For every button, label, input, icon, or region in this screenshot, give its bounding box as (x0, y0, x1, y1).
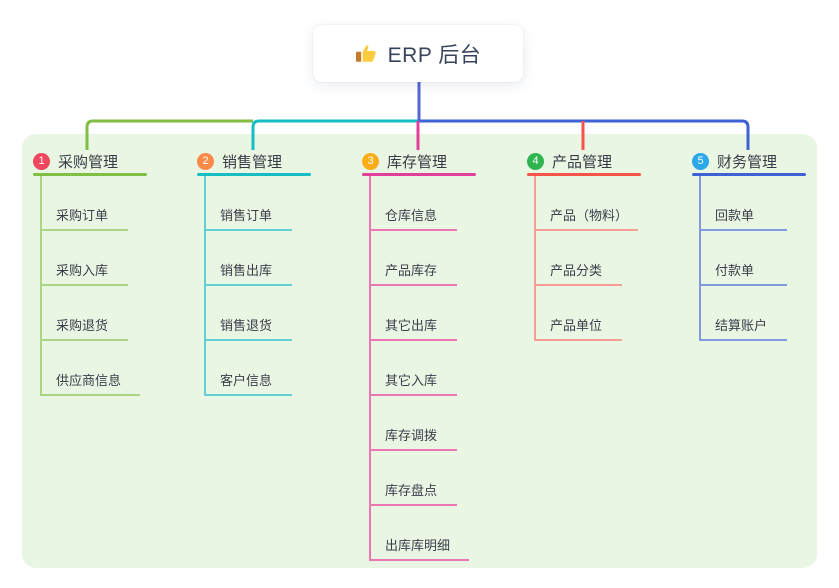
item-underline (204, 284, 292, 286)
item-underline (699, 339, 787, 341)
node-stock-taking[interactable]: 库存盘点 (385, 483, 438, 498)
node-product-stock[interactable]: 产品库存 (385, 263, 438, 278)
badge-2: 2 (197, 152, 214, 170)
branch-label: 产品管理 (552, 153, 613, 171)
root-node-erp[interactable]: ERP 后台 (313, 25, 523, 82)
branch-header-inventory[interactable]: 3 库存管理 (362, 150, 447, 172)
root-title: ERP 后台 (387, 43, 482, 67)
branch-underline (692, 173, 806, 176)
item-underline (369, 449, 457, 451)
badge-4: 4 (527, 152, 544, 170)
node-purchase-inbound[interactable]: 采购入库 (56, 263, 109, 278)
branch-underline (527, 173, 641, 176)
item-underline (369, 559, 469, 561)
node-payment-order[interactable]: 付款单 (715, 263, 755, 278)
node-product-unit[interactable]: 产品单位 (550, 318, 603, 333)
branch-underline (33, 173, 147, 176)
node-outbound-detail[interactable]: 出库库明细 (385, 538, 451, 553)
node-product-category[interactable]: 产品分类 (550, 263, 603, 278)
node-receipt-order[interactable]: 回款单 (715, 208, 755, 223)
item-underline (699, 284, 787, 286)
branches-panel (22, 134, 817, 568)
badge-5: 5 (692, 152, 709, 170)
item-underline (204, 394, 292, 396)
branch-label: 销售管理 (222, 153, 283, 171)
item-underline (40, 229, 128, 231)
item-underline (204, 339, 292, 341)
item-underline (40, 394, 140, 396)
badge-3: 3 (362, 152, 379, 170)
item-underline (699, 229, 787, 231)
item-underline (369, 229, 457, 231)
node-warehouse-info[interactable]: 仓库信息 (385, 208, 438, 223)
branch-stem (204, 176, 206, 396)
branch-stem (534, 176, 536, 341)
node-supplier-info[interactable]: 供应商信息 (56, 373, 122, 388)
branch-label: 财务管理 (717, 153, 778, 171)
item-underline (534, 339, 622, 341)
thumbs-up-icon (355, 45, 376, 62)
item-underline (204, 229, 292, 231)
item-underline (369, 504, 457, 506)
node-stock-transfer[interactable]: 库存调拨 (385, 428, 438, 443)
branch-header-product[interactable]: 4 产品管理 (527, 150, 612, 172)
branch-header-finance[interactable]: 5 财务管理 (692, 150, 777, 172)
node-sales-return[interactable]: 销售退货 (220, 318, 273, 333)
item-underline (40, 339, 128, 341)
item-underline (369, 339, 457, 341)
node-product-material[interactable]: 产品（物料） (550, 208, 629, 223)
node-sales-outbound[interactable]: 销售出库 (220, 263, 273, 278)
branch-stem (699, 176, 701, 341)
node-sales-order[interactable]: 销售订单 (220, 208, 273, 223)
branch-header-sales[interactable]: 2 销售管理 (197, 150, 282, 172)
node-settlement-account[interactable]: 结算账户 (715, 318, 768, 333)
branch-header-purchase[interactable]: 1 采购管理 (33, 150, 118, 172)
branch-underline (197, 173, 311, 176)
node-customer-info[interactable]: 客户信息 (220, 373, 273, 388)
node-purchase-return[interactable]: 采购退货 (56, 318, 109, 333)
item-underline (534, 229, 638, 231)
branch-label: 采购管理 (58, 153, 119, 171)
node-purchase-order[interactable]: 采购订单 (56, 208, 109, 223)
branch-underline (362, 173, 476, 176)
badge-1: 1 (33, 152, 50, 170)
node-other-outbound[interactable]: 其它出库 (385, 318, 438, 333)
branch-stem (369, 176, 371, 561)
item-underline (534, 284, 622, 286)
branch-label: 库存管理 (387, 153, 448, 171)
node-other-inbound[interactable]: 其它入库 (385, 373, 438, 388)
branch-stem (40, 176, 42, 396)
item-underline (369, 284, 457, 286)
item-underline (40, 284, 128, 286)
item-underline (369, 394, 457, 396)
